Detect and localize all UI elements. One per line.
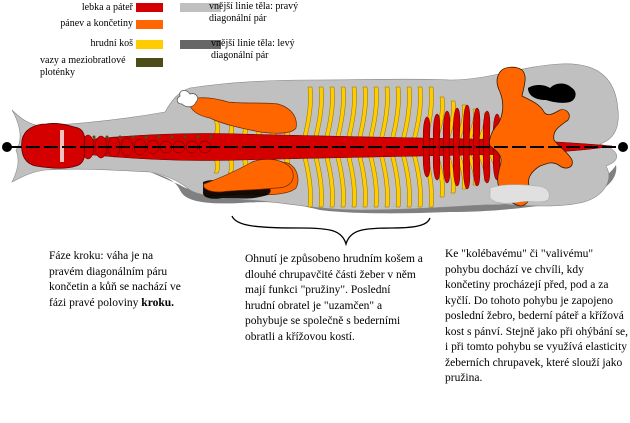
lumbar-process (472, 107, 481, 148)
ligaments (92, 135, 213, 139)
lumbar-process (482, 110, 491, 148)
hind-bone-light (489, 184, 550, 204)
rib (332, 86, 346, 148)
caption-bending: Ohnutí je způsobeno hrudním košem a dlou… (245, 253, 423, 343)
caption-rocking: Ke "kolébavému" či "valivému" pohybu doc… (445, 248, 629, 384)
intervertebral-disc (144, 135, 148, 139)
rib (299, 146, 313, 208)
legend-swatch-outline-right (180, 3, 221, 12)
lumbar-process (422, 146, 431, 178)
legend-label-ribcage: hrudní koš (90, 38, 134, 49)
legend-outline-right-line2: diagonální pár (209, 13, 267, 24)
intervertebral-disc (170, 135, 174, 139)
legend-label-outline-left: vnější linie těla: levý diagonální pár (211, 38, 295, 62)
legend-label-ligaments: vazy a meziobratlové ploténky (40, 55, 126, 78)
lumbar-process (482, 146, 491, 184)
legend-swatch-skull-spine (136, 3, 163, 12)
lumbar-process (432, 146, 441, 181)
legend-swatch-outline-left (180, 40, 221, 49)
caption-step-phase: Fáze kroku: váha je na pravém diagonální… (49, 249, 184, 311)
rib (376, 146, 390, 208)
front-hoof-right (176, 90, 198, 108)
legend-outline-right-line1: vnější linie těla: pravý (209, 1, 299, 12)
rib (398, 86, 412, 148)
caption-step-phase-bold: kroku. (141, 296, 175, 309)
rib (398, 146, 412, 208)
rib (310, 146, 324, 208)
lumbar-process (452, 107, 461, 148)
rib (365, 86, 379, 148)
rib (387, 146, 401, 208)
lumbar-process (472, 146, 481, 187)
rib (376, 86, 390, 148)
intervertebral-disc (92, 135, 96, 139)
legend-swatch-ribcage (136, 40, 163, 49)
rib (409, 146, 423, 208)
caption-step-phase-text: Fáze kroku: váha je na pravém diagonální… (49, 250, 181, 309)
legend-label-outline-right: vnější linie těla: pravý diagonální pár (209, 1, 298, 25)
intervertebral-disc (183, 135, 187, 139)
rib (354, 146, 368, 208)
rib (321, 86, 335, 148)
intervertebral-disc (209, 135, 213, 139)
front-limb-right (187, 97, 297, 134)
legend-outline-left-line2: diagonální pár (211, 50, 269, 61)
pelvis (489, 66, 573, 207)
intervertebral-disc (118, 135, 122, 139)
legend-label-pelvis-limbs: pánev a končetiny (60, 18, 133, 29)
front-limb-left-top (203, 158, 294, 193)
pelvis-dark-bones (528, 83, 576, 103)
intervertebral-disc (196, 135, 200, 139)
lumbar-process (422, 116, 431, 148)
lumbar-process (462, 104, 471, 148)
skull (21, 123, 86, 169)
rib (299, 86, 313, 148)
intervertebral-disc (131, 135, 135, 139)
lumbar-process (452, 146, 461, 187)
rib (354, 86, 368, 148)
intervertebral-disc (157, 135, 161, 139)
axis-endpoint-left (2, 142, 12, 152)
rib (409, 86, 423, 148)
lumbar-process (442, 146, 451, 184)
lumbar-process (432, 113, 441, 148)
rib (332, 146, 346, 208)
axis-endpoint-right (618, 142, 628, 152)
rib (365, 146, 379, 208)
legend-outline-left-line1: vnější linie těla: levý (211, 38, 295, 49)
rib (310, 86, 324, 148)
legend-label-skull-spine: lebka a páteř (81, 2, 133, 13)
rib (343, 146, 357, 208)
lumbar-process (442, 110, 451, 148)
intervertebral-disc (105, 135, 109, 139)
spine (81, 104, 613, 190)
lumbar-process (462, 146, 471, 190)
rib (387, 86, 401, 148)
brace-bracket (231, 215, 431, 247)
legend-swatch-pelvis-limbs (136, 20, 163, 29)
rib (321, 146, 335, 208)
legend-swatch-ligaments (136, 58, 163, 67)
lumbar-process (492, 146, 501, 181)
rib (343, 86, 357, 148)
